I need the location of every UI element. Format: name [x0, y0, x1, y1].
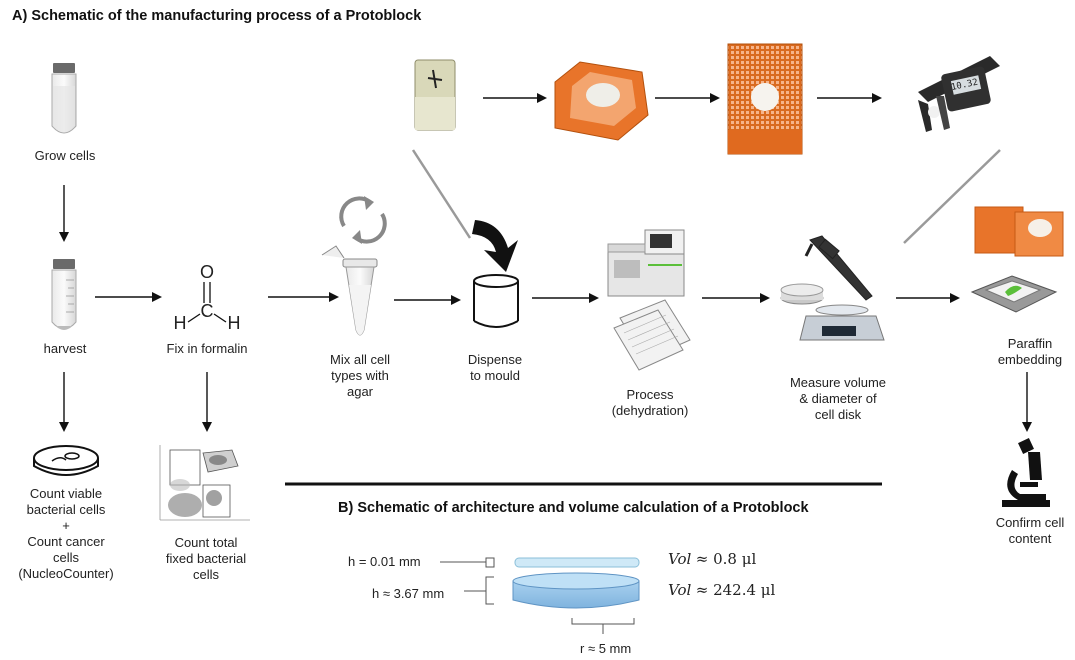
label-process-line-1: Process — [626, 387, 674, 402]
dispense-arrow-icon — [472, 220, 518, 272]
formaldehyde-o: O — [199, 262, 214, 282]
label-paraffin-line-1: Paraffin — [1007, 336, 1053, 351]
caliper-photo — [918, 56, 1000, 132]
label-top-height: h = 0.01 mm — [348, 554, 421, 569]
label-count-total-line-2: fixed bacterial — [165, 551, 247, 566]
label-dispense-line-2: to mould — [470, 368, 520, 383]
label-confirm-line-1: Confirm cell — [995, 515, 1065, 530]
label-mix: Mix all cell types with agar — [310, 352, 410, 400]
label-measure-line-3: cell disk — [814, 407, 862, 422]
label-radius: r ≈ 5 mm — [580, 641, 632, 656]
agar-vial-photo — [414, 59, 456, 131]
bottom-volume-value: ≈ 242.4 μl — [695, 581, 776, 599]
protoblock-architecture — [440, 557, 640, 634]
label-count-total-line-1: Count total — [174, 535, 238, 550]
label-confirm: Confirm cell content — [985, 515, 1075, 547]
label-count-viable-line-6: (NucleoCounter) — [18, 566, 114, 581]
label-grow-cells: Grow cells — [34, 148, 96, 163]
top-volume-symbol: Vol — [668, 550, 692, 568]
label-mix-line-1: Mix all cell — [330, 352, 390, 367]
label-confirm-line-2: content — [1008, 531, 1052, 546]
label-dispense: Dispense to mould — [450, 352, 540, 384]
formaldehyde-h-right: H — [227, 313, 241, 333]
mixing-arrows-icon — [339, 196, 387, 244]
top-volume-value: ≈ 0.8 μl — [695, 550, 757, 568]
label-harvest: harvest — [43, 341, 87, 356]
mould-beaker-icon — [473, 274, 519, 328]
label-count-total-line-3: cells — [192, 567, 219, 582]
zoom-line-right — [903, 149, 1001, 244]
cell-disk-icon — [780, 283, 824, 305]
balance-scale-icon — [799, 304, 885, 341]
label-mix-line-3: agar — [346, 384, 374, 399]
flow-cytometry-plot — [150, 442, 252, 522]
label-fix-in-formalin: Fix in formalin — [166, 341, 248, 356]
bottom-volume-symbol: Vol — [668, 581, 692, 599]
label-paraffin-line-2: embedding — [997, 352, 1063, 367]
caliper-icon — [804, 235, 873, 301]
label-process: Process (dehydration) — [595, 387, 705, 419]
label-bottom-height: h ≈ 3.67 mm — [372, 586, 445, 601]
bottom-volume-formula: Vol ≈ 242.4 μl — [668, 581, 775, 600]
label-count-viable-line-3: + — [62, 518, 70, 533]
label-count-viable: Count viable bacterial cells + Count can… — [8, 486, 124, 582]
label-paraffin: Paraffin embedding — [985, 336, 1075, 368]
zoom-line-left — [411, 149, 472, 239]
label-count-viable-line-4: Count cancer — [27, 534, 105, 549]
section-b-title: B) Schematic of architecture and volume … — [338, 500, 809, 516]
petri-dish-icon — [33, 445, 99, 476]
flow-arrows — [59, 93, 1032, 432]
label-process-line-2: (dehydration) — [611, 403, 689, 418]
label-count-viable-line-1: Count viable — [29, 486, 103, 501]
falcon-tube-icon — [51, 63, 77, 134]
microscope-icon — [1002, 438, 1050, 507]
paraffin-blocks-icon — [974, 206, 1064, 257]
top-volume-formula: Vol ≈ 0.8 μl — [668, 550, 756, 569]
label-count-viable-line-5: cells — [52, 550, 79, 565]
formaldehyde-structure — [187, 282, 227, 323]
mould-photo — [554, 61, 649, 141]
label-measure-line-1: Measure volume — [789, 375, 887, 390]
label-measure-line-2: & diameter of — [799, 391, 877, 406]
label-count-viable-line-2: bacterial cells — [26, 502, 106, 517]
label-mix-line-2: types with — [331, 368, 389, 383]
embedding-station-icon — [970, 275, 1058, 313]
label-count-total: Count total fixed bacterial cells — [148, 535, 264, 583]
harvest-tube-icon — [51, 259, 77, 330]
section-a-title: A) Schematic of the manufacturing proces… — [12, 8, 422, 24]
label-measure: Measure volume & diameter of cell disk — [778, 375, 898, 423]
label-dispense-line-1: Dispense — [467, 352, 523, 367]
formaldehyde-c: C — [200, 301, 214, 321]
cassette-photo — [727, 43, 803, 155]
eppendorf-tube-icon — [321, 245, 378, 336]
tissue-processor-icon — [607, 229, 685, 297]
cassette-stack-icon — [613, 299, 691, 371]
formaldehyde-h-left: H — [173, 313, 187, 333]
